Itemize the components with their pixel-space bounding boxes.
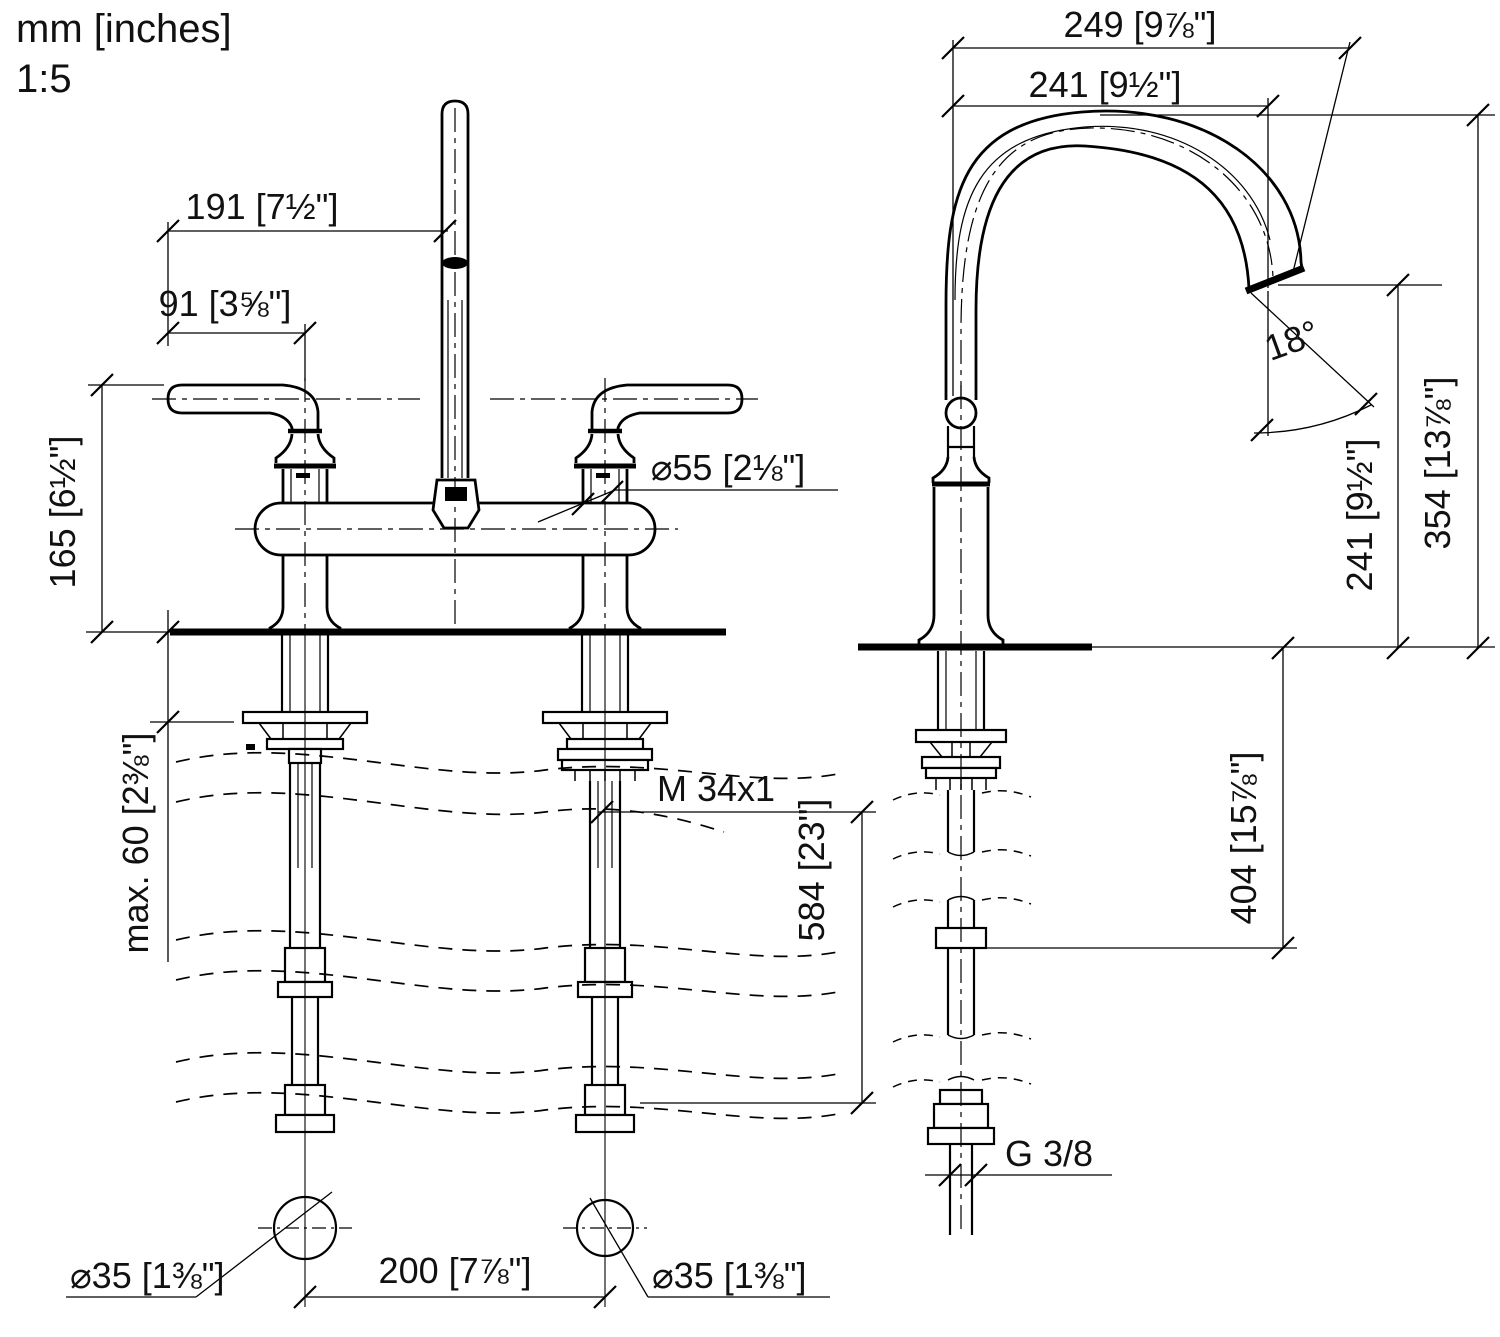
left-escutcheon: [268, 606, 342, 632]
front-centerlines: [152, 108, 758, 632]
dim-connection-length-label: 404 [15⅞"]: [1223, 752, 1264, 925]
side-escutcheon: [917, 614, 1005, 647]
side-shank-assembly: [914, 651, 1008, 1235]
break-lines: [175, 751, 839, 1120]
dim-outlet-height-label: 241 [9½"]: [1339, 439, 1380, 592]
dim-total-height-label: 354 [13⅞"]: [1417, 377, 1458, 550]
dim-hole-spacing-label: 200 [7⅞"]: [379, 1250, 532, 1291]
dim-outlet-angle-label: 18°: [1259, 312, 1324, 369]
side-view-drawing: 249 [9⅞"] 241 [9½"] 18° 354 [13⅞"] 241 […: [858, 4, 1495, 1235]
dim-handle-height-label: 165 [6½"]: [42, 436, 83, 589]
front-dimension-lines: [66, 222, 876, 1298]
riser-connector: [431, 478, 481, 530]
side-dimension-lines: [925, 40, 1495, 1176]
gooseneck-outer: [944, 109, 1304, 400]
dimension-ticks: [90, 36, 1490, 1309]
gooseneck-inner: [974, 144, 1251, 400]
right-lever-handle: [590, 383, 744, 431]
right-escutcheon: [568, 606, 642, 632]
spout-riser: [440, 99, 470, 478]
units-note: mm [inches]: [16, 7, 232, 51]
side-column: [917, 396, 1005, 647]
spout-outlet-face: [1244, 264, 1306, 295]
dim-spout-offset-label: 191 [7½"]: [186, 186, 339, 227]
dim-handle-offset-label: 91 [3⅝"]: [159, 283, 292, 324]
dim-hole-dia-left-label: ⌀35 [1⅜"]: [70, 1255, 225, 1296]
left-lever-handle: [166, 383, 320, 431]
dim-max-counter-label: max. 60 [2⅜"]: [115, 733, 156, 954]
scale-note: 1:5: [16, 57, 72, 101]
dim-reach-center-label: 241 [9½"]: [1029, 64, 1182, 105]
side-break-dashes: [892, 790, 1032, 1088]
dim-mounting-thread-label: M 34x1: [657, 768, 775, 809]
dim-escutcheon-dia-label: ⌀55 [2⅛"]: [651, 447, 806, 488]
dim-reach-outer-label: 249 [9⅞"]: [1064, 4, 1217, 45]
front-view-drawing: 191 [7½"] 91 [3⅝"] 165 [6½"] ⌀55 [2⅛"] m…: [42, 99, 876, 1307]
dim-hose-length-label: 584 [23"]: [791, 799, 832, 942]
dim-hole-dia-right-label: ⌀35 [1⅜"]: [652, 1255, 807, 1296]
dim-supply-thread-label: G 3/8: [1005, 1133, 1093, 1174]
